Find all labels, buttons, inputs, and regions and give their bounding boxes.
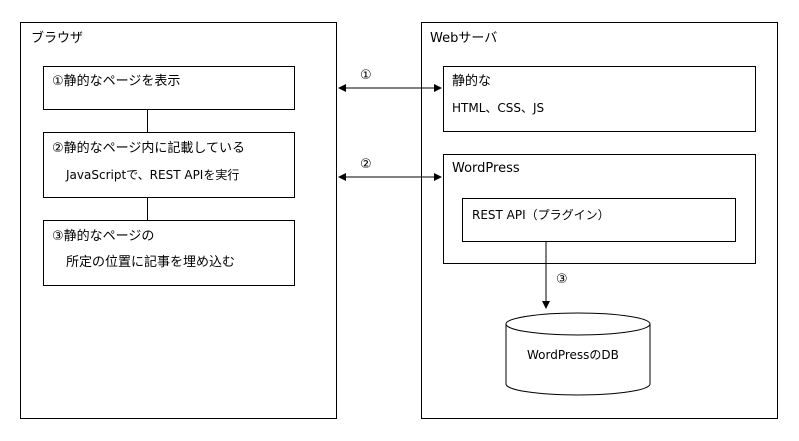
arrow-1-label: ①	[360, 68, 372, 83]
rest-api-box: REST API（プラグイン）	[462, 198, 736, 242]
step3-label-line1: ③静的なページの	[52, 229, 155, 244]
browser-title: ブラウザ	[31, 31, 84, 46]
arrow-2-label: ②	[360, 157, 372, 172]
arrow-3-label: ③	[556, 272, 568, 287]
static-files-label-line2: HTML、CSS、JS	[452, 101, 545, 115]
rest-api-label: REST API（プラグイン）	[472, 208, 610, 222]
step-connector-1-2	[147, 110, 148, 132]
webserver-title: Webサーバ	[430, 31, 498, 46]
step2-label-line2: JavaScriptで、REST APIを実行	[66, 168, 240, 182]
database-label: WordPressのDB	[527, 348, 619, 362]
step3-box: ③静的なページの 所定の位置に記事を埋め込む	[43, 220, 295, 286]
step2-box: ②静的なページ内に記載している JavaScriptで、REST APIを実行	[43, 132, 295, 198]
step2-label-line1: ②静的なページ内に記載している	[52, 141, 246, 156]
step-connector-2-3	[147, 198, 148, 220]
wordpress-label: WordPress	[452, 161, 520, 176]
database-cylinder	[505, 312, 651, 396]
step1-box: ①静的なページを表示	[43, 66, 295, 110]
static-files-label-line1: 静的な	[452, 74, 492, 89]
step1-label: ①静的なページを表示	[52, 74, 181, 89]
step3-label-line2: 所定の位置に記事を埋め込む	[66, 255, 236, 270]
static-files-box: 静的な HTML、CSS、JS	[443, 66, 756, 132]
